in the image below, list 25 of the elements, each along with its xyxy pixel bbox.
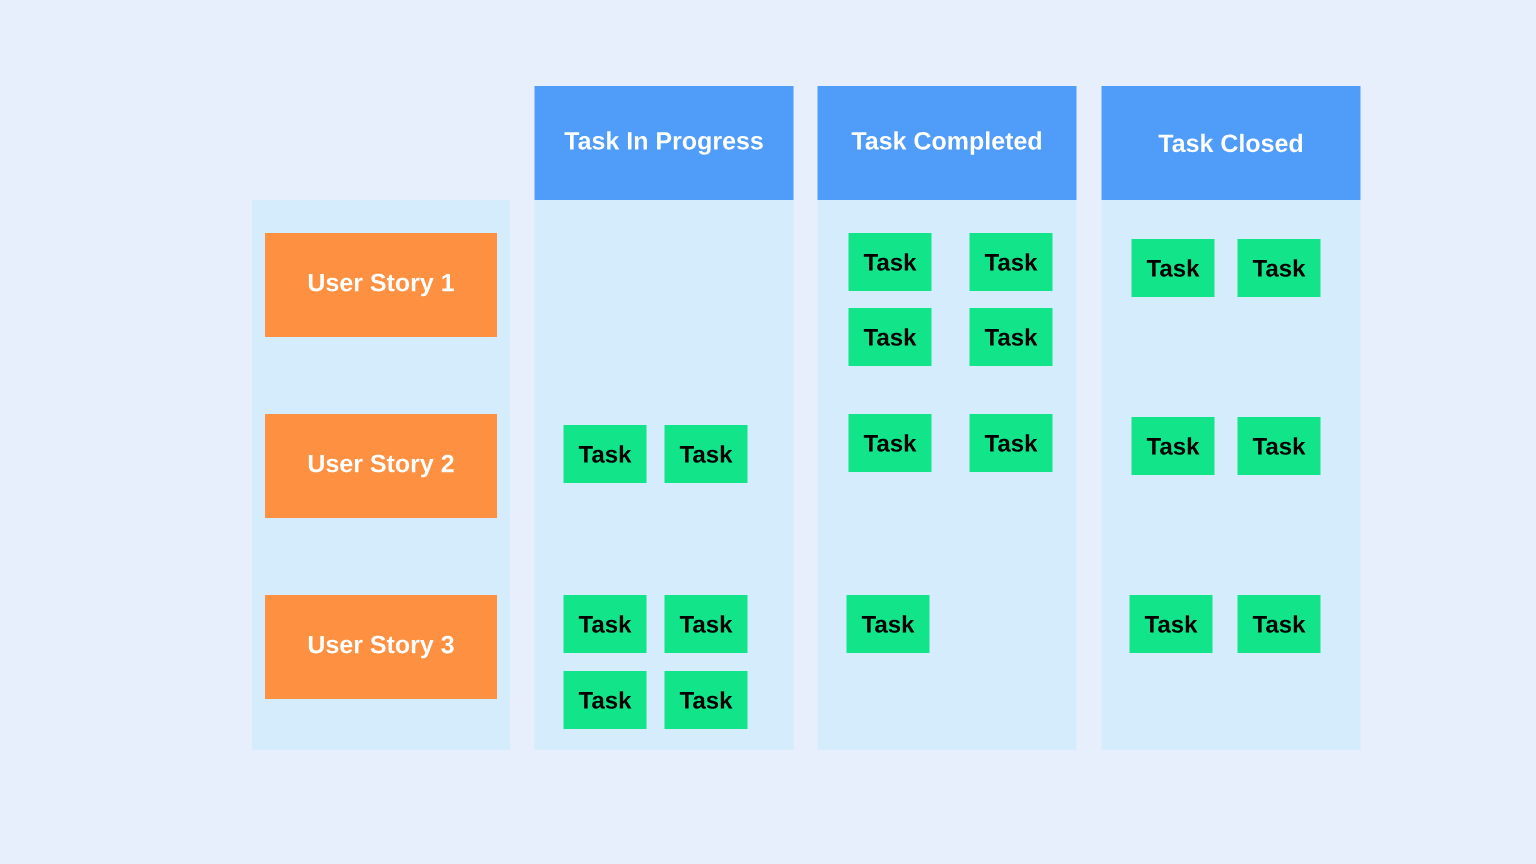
task-card: Task [664,595,748,653]
task-card: Task [848,414,932,472]
task-card: Task [969,233,1053,291]
task-card: Task [664,671,748,729]
task-card: Task [1131,239,1215,297]
task-card: Task [1131,417,1215,475]
task-card: Task [1237,239,1321,297]
task-card: Task [664,425,748,483]
task-card: Task [1129,595,1213,653]
task-card: Task [848,308,932,366]
task-card: Task [969,308,1053,366]
task-card: Task [563,425,647,483]
task-card: Task [969,414,1053,472]
task-card: Task [1237,595,1321,653]
story-card: User Story 2 [265,414,497,518]
node-label: Task Completed [851,131,1041,155]
task-card: Task [563,595,647,653]
story-card: User Story 3 [265,595,497,699]
node-label: Task In Progress [564,131,763,155]
task-card: Task [846,595,930,653]
task-card: Task [563,671,647,729]
story-card: User Story 1 [265,233,497,337]
task-card: Task [848,233,932,291]
task-card: Task [1237,417,1321,475]
node-label: Task Closed [1158,133,1303,153]
